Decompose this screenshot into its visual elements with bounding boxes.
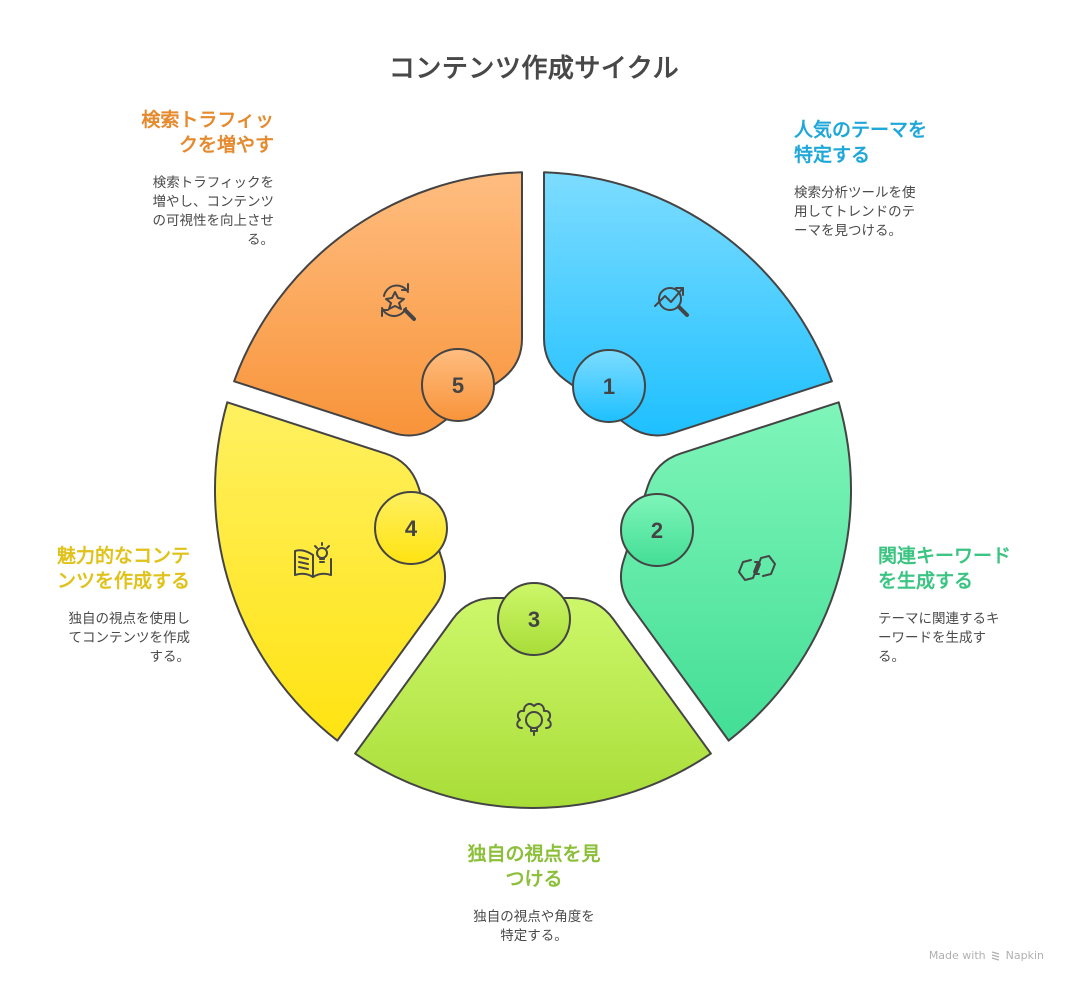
step-3-number: 3 bbox=[528, 607, 540, 632]
trend-search-icon bbox=[654, 287, 689, 317]
star-search-refresh-icon bbox=[381, 283, 416, 321]
step-1-badge: 1 bbox=[572, 349, 646, 423]
step-5-heading: 検索トラフィックを増やす bbox=[141, 109, 274, 156]
diagram-title: コンテンツ作成サイクル bbox=[388, 54, 680, 84]
step-4-number: 4 bbox=[405, 516, 418, 541]
step-1-label: 人気のテーマを特定する 検索分析ツールを使用してトレンドのテーマを見つける。 bbox=[794, 118, 964, 241]
step-5-badge: 5 bbox=[421, 348, 495, 422]
step-4-badge: 4 bbox=[374, 491, 448, 565]
step-5-description: 検索トラフィックを増やし、コンテンツの可視性を向上させる。 bbox=[152, 175, 275, 248]
napkin-brand-text: Napkin bbox=[1005, 949, 1044, 962]
step-1-description: 検索分析ツールを使用してトレンドのテーマを見つける。 bbox=[794, 185, 916, 239]
step-3-heading: 独自の視点を見つける bbox=[467, 843, 601, 890]
step-4-description: 独自の視点を使用してコンテンツを作成する。 bbox=[68, 611, 191, 665]
gear-lightbulb-icon bbox=[516, 702, 552, 736]
step-1-heading: 人気のテーマを特定する bbox=[794, 119, 928, 166]
step-4-heading: 魅力的なコンテンツを作成する bbox=[56, 545, 190, 592]
step-3-badge: 3 bbox=[497, 582, 571, 656]
step-2-label: 関連キーワードを生成する テーマに関連するキーワードを生成する。 bbox=[878, 544, 1048, 667]
step-1-number: 1 bbox=[603, 374, 615, 399]
step-5-number: 5 bbox=[452, 373, 464, 398]
step-3-description: 独自の視点や角度を特定する。 bbox=[473, 909, 595, 944]
step-2-number: 2 bbox=[651, 518, 663, 543]
napkin-watermark: Made with Napkin bbox=[929, 949, 1044, 962]
book-lightbulb-icon bbox=[294, 542, 332, 578]
segment-step-2 bbox=[619, 401, 853, 742]
step-3-label: 独自の視点を見つける 独自の視点や角度を特定する。 bbox=[434, 842, 634, 946]
step-5-label: 検索トラフィックを増やす 検索トラフィックを増やし、コンテンツの可視性を向上させ… bbox=[104, 108, 274, 250]
step-2-description: テーマに関連するキーワードを生成する。 bbox=[878, 611, 1000, 665]
made-with-text: Made with bbox=[928, 949, 986, 962]
step-2-heading: 関連キーワードを生成する bbox=[878, 545, 1012, 592]
link-exchange-icon bbox=[738, 555, 776, 581]
step-4-label: 魅力的なコンテンツを作成する 独自の視点を使用してコンテンツを作成する。 bbox=[20, 544, 190, 667]
step-2-badge: 2 bbox=[620, 493, 694, 567]
napkin-logo-icon bbox=[991, 950, 999, 961]
segment-step-3 bbox=[354, 597, 712, 810]
